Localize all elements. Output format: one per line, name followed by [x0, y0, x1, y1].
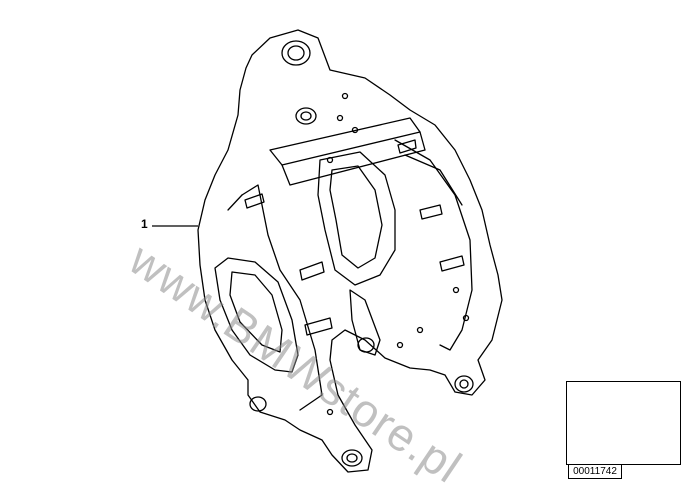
callout-number: 1: [141, 217, 148, 231]
frame-bracket-drawing: [197, 29, 503, 473]
reference-code: 00011742: [568, 464, 622, 479]
thumbnail-frame: [566, 381, 681, 465]
